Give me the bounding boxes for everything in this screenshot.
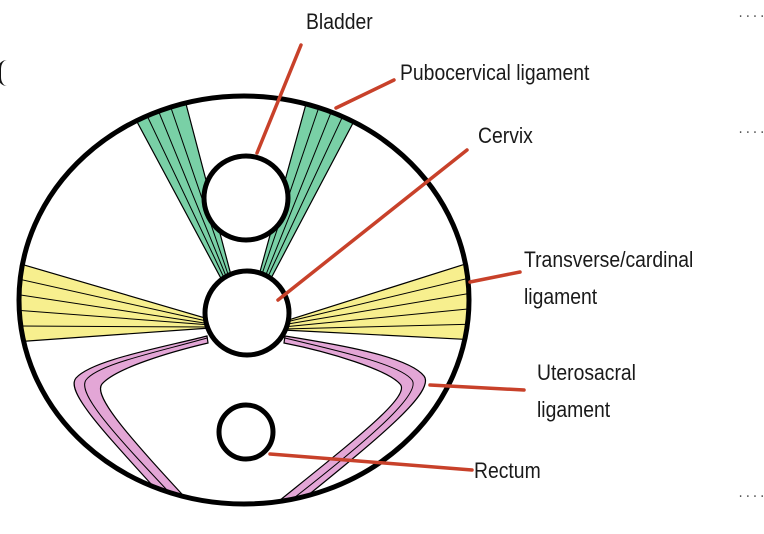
rectum-leader-line	[268, 452, 474, 472]
transverse-ligament-left	[19, 261, 213, 343]
cervix-label: Cervix	[478, 123, 533, 148]
transverse-cardinal-ligament-label-line2: ligament	[524, 284, 598, 309]
uterosacral-ligament-label-line2: ligament	[537, 397, 611, 422]
transverse-leader-line	[468, 270, 522, 284]
bladder-label: Bladder	[306, 9, 373, 34]
transverse-cardinal-ligament-label-line1: Transverse/cardinal	[524, 247, 694, 272]
cervix-circle	[202, 268, 292, 358]
uterosacral-leader-line	[428, 383, 526, 392]
rectum-circle	[216, 402, 276, 462]
pubocervical-ligament-label: Pubocervical ligament	[400, 60, 590, 85]
cervix-leader-line	[276, 148, 469, 302]
uterosacral-ligament-label-line1: Uterosacral	[537, 360, 636, 385]
edge-dots-mid-right: .....	[737, 123, 764, 137]
edge-mark-left	[0, 60, 7, 86]
pelvic-outline	[16, 93, 472, 507]
edge-dots-bottom-right: .....	[737, 487, 764, 501]
rectum-label: Rectum	[474, 458, 541, 483]
pubocervical-leader-line	[334, 78, 396, 110]
bladder-leader-line	[255, 43, 303, 155]
uterosacral-ligament-right	[272, 335, 427, 504]
edge-dots-top-right: .....	[737, 7, 764, 21]
uterosacral-ligament-left	[73, 335, 209, 504]
bladder-circle	[201, 153, 291, 243]
